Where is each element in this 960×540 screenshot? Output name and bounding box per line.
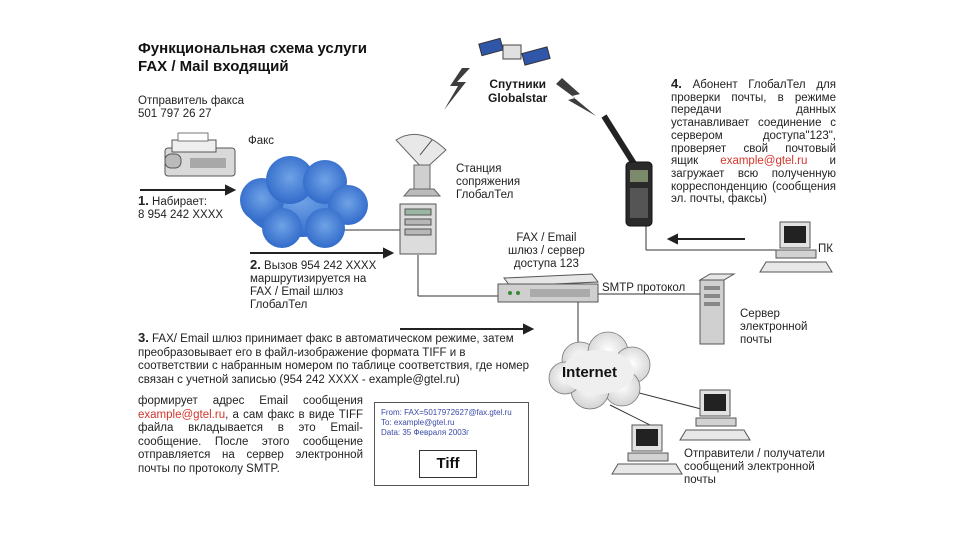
sender-number: 501 797 26 27 bbox=[138, 108, 212, 120]
phone-network-cloud bbox=[240, 156, 368, 248]
satellite-dish-icon bbox=[395, 133, 447, 197]
sender-info: Отправитель факса 501 797 26 27 bbox=[138, 95, 244, 121]
step1: 1. Набирает: 8 954 242 XXXX bbox=[138, 194, 223, 222]
message-to: To: example@gtel.ru bbox=[381, 418, 455, 427]
station-line-2: сопряжения bbox=[456, 176, 521, 188]
internet-label: Internet bbox=[562, 364, 618, 381]
gateway-line-2: шлюз / сервер bbox=[508, 245, 585, 257]
station-label: Станция сопряжения ГлобалТел bbox=[456, 163, 520, 202]
fax-label: Факс bbox=[248, 135, 275, 147]
mail-server-label: Сервер электронной почты bbox=[740, 308, 807, 347]
step2-line-4: ГлобалТел bbox=[250, 299, 308, 311]
sender-label: Отправитель факса bbox=[138, 95, 244, 107]
step1-dial-number: 8 954 242 XXXX bbox=[138, 209, 224, 221]
gateway-server-icon bbox=[497, 273, 599, 303]
satellites-label: Спутники Globalstar bbox=[488, 77, 547, 105]
step2-number: 2. bbox=[250, 257, 261, 272]
fax-machine-icon bbox=[164, 132, 236, 177]
satellite-icon bbox=[478, 37, 551, 66]
message-date: Data: 35 Февраля 2003г bbox=[381, 428, 470, 437]
satellite-phone-icon bbox=[601, 114, 653, 227]
step4-number: 4. bbox=[671, 76, 682, 91]
step3-narrow-post: , а сам факс в виде TIFF файла вкладывае… bbox=[138, 408, 363, 475]
gateway-line-1: FAX / Email bbox=[516, 232, 577, 244]
connection-lines bbox=[330, 225, 780, 431]
mail-server-icon bbox=[698, 273, 736, 345]
step1-text: Набирает: bbox=[152, 196, 208, 208]
pc-icon bbox=[759, 221, 833, 273]
internet-cloud bbox=[548, 331, 651, 410]
recipient-pc-icon bbox=[679, 389, 751, 441]
lightning-icon bbox=[444, 68, 470, 110]
step4-paragraph: 4. Абонент ГлобалТел для проверки почты,… bbox=[671, 76, 836, 206]
step3-paragraph: 3. FAX/ Email шлюз принимает факс в авто… bbox=[138, 331, 533, 387]
step2: 2. Вызов 954 242 XXXX маршрутизируется н… bbox=[250, 258, 376, 312]
station-line-1: Станция bbox=[456, 163, 502, 175]
step2-line-3: FAX / Email шлюз bbox=[250, 286, 344, 298]
satellites-line-1: Спутники bbox=[489, 77, 546, 91]
step2-line-1: Вызов 954 242 XXXX bbox=[264, 260, 377, 272]
satellites-line-2: Globalstar bbox=[488, 91, 548, 105]
recipients-line-3: почты bbox=[684, 474, 716, 486]
message-from: From: FAX=5017972627@fax.gtel.ru bbox=[381, 408, 512, 417]
step3-email: example@gtel.ru bbox=[138, 408, 226, 421]
diagram-title: Функциональная схема услуги FAX / Mail в… bbox=[138, 40, 367, 76]
gateway-label: FAX / Email шлюз / сервер доступа 123 bbox=[508, 232, 585, 271]
step4-pre: Абонент ГлобалТел для проверки почты, в … bbox=[671, 79, 836, 168]
lightning-icon bbox=[556, 78, 596, 116]
recipient-pc-icon bbox=[611, 424, 683, 475]
switch-cabinet-icon bbox=[399, 203, 437, 255]
radio-link-bolts bbox=[444, 68, 596, 116]
step4-post: и загружает всю полученную корреспонденц… bbox=[671, 155, 836, 206]
mail-server-line-1: Сервер bbox=[740, 308, 780, 320]
step3-number: 3. bbox=[138, 330, 149, 345]
step3-wide-text: FAX/ Email шлюз принимает факс в автомат… bbox=[138, 333, 530, 386]
mail-server-line-2: электронной bbox=[740, 321, 808, 333]
title-line-2: FAX / Mail входящий bbox=[138, 58, 289, 75]
step4-email: example@gtel.ru bbox=[720, 155, 808, 168]
smtp-label: SMTP протокол bbox=[602, 282, 686, 294]
recipients-line-1: Отправители / получатели bbox=[684, 448, 825, 460]
recipients-line-2: сообщений электронной bbox=[684, 461, 815, 473]
pc-label: ПК bbox=[818, 243, 833, 255]
recipients-label: Отправители / получатели сообщений элект… bbox=[684, 448, 825, 487]
step3-narrow-pre: формирует адрес Email сообщения bbox=[138, 395, 363, 407]
mail-server-line-3: почты bbox=[740, 334, 772, 346]
title-line-1: Функциональная схема услуги bbox=[138, 40, 367, 57]
tiff-attachment: Tiff bbox=[419, 450, 477, 478]
arrows bbox=[140, 184, 745, 335]
gateway-line-3: доступа 123 bbox=[513, 258, 579, 270]
step1-number: 1. bbox=[138, 193, 149, 208]
step2-line-2: маршрутизируется на bbox=[250, 273, 367, 285]
step3-continuation: формирует адрес Email сообщения example@… bbox=[138, 395, 363, 476]
station-line-3: ГлобалТел bbox=[456, 189, 514, 201]
